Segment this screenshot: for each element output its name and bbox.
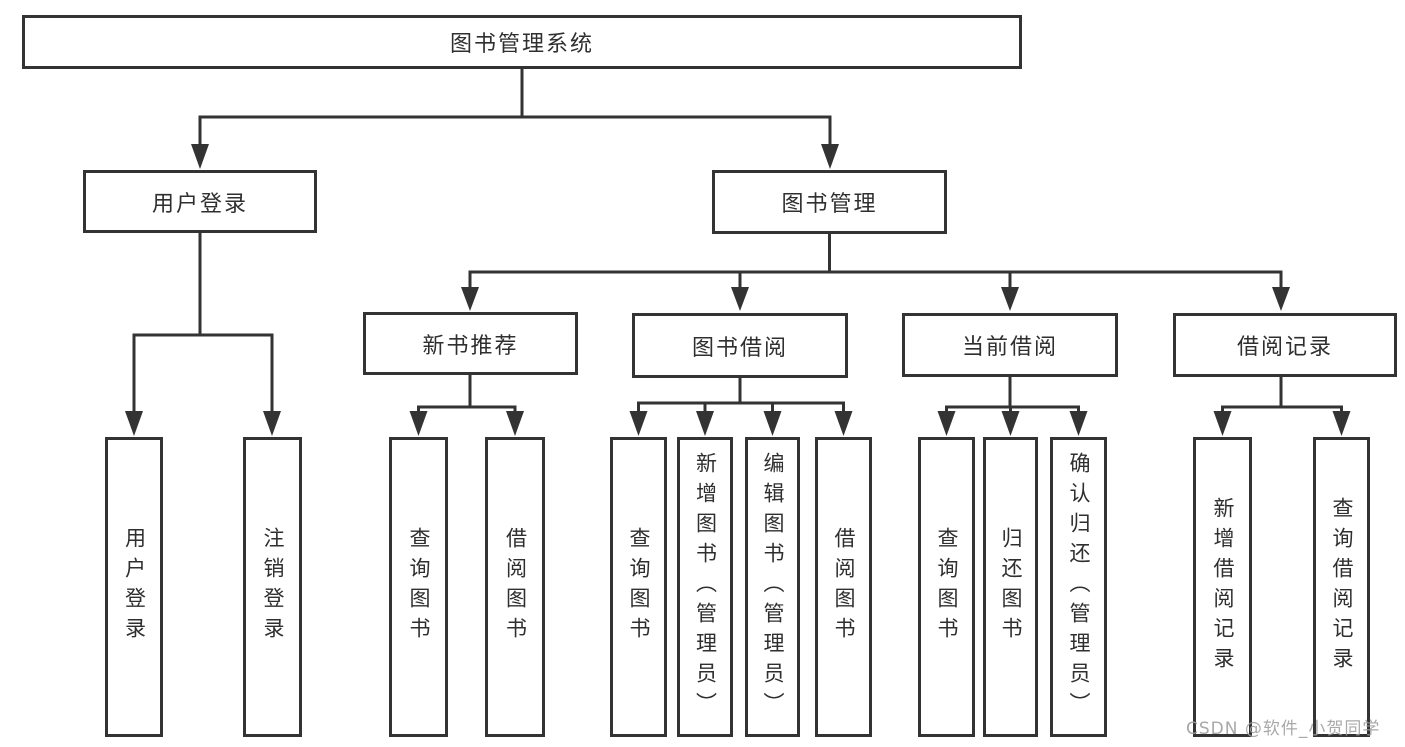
arrowhead-icon bbox=[263, 411, 281, 436]
csdn-watermark: CSDN @软件_小贺同学 bbox=[1186, 719, 1381, 739]
arrowhead-icon bbox=[731, 287, 749, 311]
leaf-query-borrow-record: 查询借阅记录 bbox=[1313, 437, 1370, 737]
arrowhead-icon bbox=[937, 411, 956, 436]
arrowhead-icon bbox=[696, 411, 714, 436]
leaf-borrow-query-book: 查询图书 bbox=[610, 437, 667, 737]
arrowhead-icon bbox=[506, 411, 524, 436]
arrowheads bbox=[125, 144, 1351, 436]
arrowhead-icon bbox=[1213, 411, 1232, 436]
arrowhead-icon bbox=[1001, 287, 1019, 311]
arrowhead-icon bbox=[1332, 411, 1351, 436]
connector-userlogin-branch bbox=[132, 333, 274, 413]
arrowhead-icon bbox=[1069, 411, 1088, 436]
arrowhead-icon bbox=[1001, 411, 1020, 436]
arrowhead-icon bbox=[1272, 287, 1290, 311]
node-root-system: 图书管理系统 bbox=[22, 15, 1022, 69]
arrowhead-icon bbox=[629, 411, 648, 436]
connector-bookmgmt-branch bbox=[468, 270, 1283, 290]
node-current-borrowing: 当前借阅 bbox=[902, 313, 1118, 377]
leaf-edit-book-admin: 编辑图书（管理员） bbox=[745, 437, 800, 737]
leaf-add-borrow-record: 新增借阅记录 bbox=[1193, 437, 1252, 737]
connector-borrowrecord-branch bbox=[1221, 405, 1343, 413]
node-book-borrowing: 图书借阅 bbox=[632, 313, 848, 378]
leaf-user-login: 用户登录 bbox=[105, 437, 163, 737]
connector-bookborrow-branch bbox=[637, 401, 845, 413]
node-user-login: 用户登录 bbox=[83, 170, 317, 233]
arrowhead-icon bbox=[191, 144, 209, 169]
leaf-rec-query-book: 查询图书 bbox=[389, 437, 448, 737]
connector-root-branch bbox=[198, 115, 832, 147]
arrowhead-icon bbox=[821, 144, 839, 169]
arrowhead-icon bbox=[409, 411, 428, 436]
arrowhead-icon bbox=[763, 411, 782, 436]
leaf-borrow-book: 借阅图书 bbox=[815, 437, 872, 737]
arrowhead-icon bbox=[461, 287, 479, 311]
node-borrowing-records: 借阅记录 bbox=[1173, 313, 1397, 377]
leaf-rec-borrow-book: 借阅图书 bbox=[485, 437, 545, 737]
node-new-book-recommendation: 新书推荐 bbox=[363, 312, 578, 375]
connector-newbook-branch bbox=[417, 405, 517, 413]
leaf-confirm-return-admin: 确认归还（管理员） bbox=[1050, 437, 1107, 737]
node-book-management: 图书管理 bbox=[712, 170, 947, 234]
arrowhead-icon bbox=[125, 411, 143, 436]
leaf-current-query-book: 查询图书 bbox=[918, 437, 975, 737]
leaf-add-book-admin: 新增图书（管理员） bbox=[677, 437, 733, 737]
leaf-return-book: 归还图书 bbox=[983, 437, 1038, 737]
arrowhead-icon bbox=[834, 411, 853, 436]
leaf-logout: 注销登录 bbox=[243, 437, 302, 737]
